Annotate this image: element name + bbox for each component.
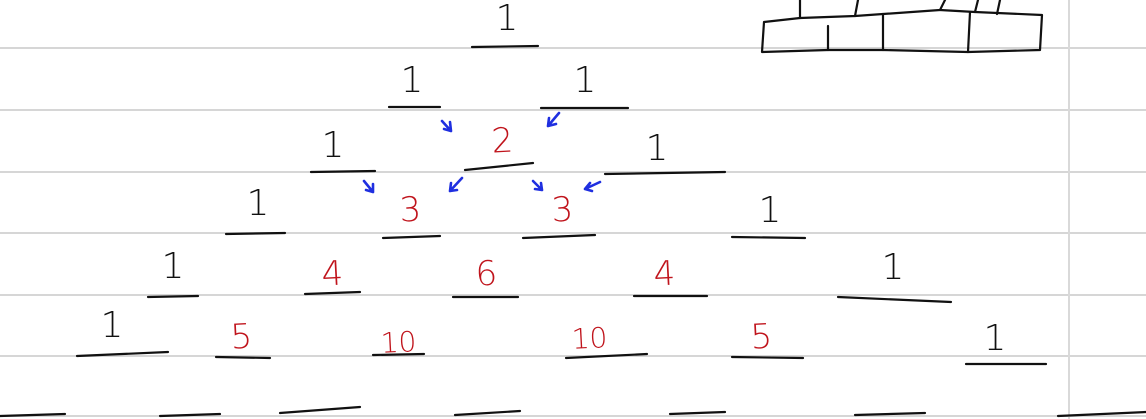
triangle-entry: 3 (551, 189, 575, 230)
triangle-entry: 4 (653, 253, 677, 294)
triangle-entry: 10 (571, 321, 608, 356)
entry-underline (465, 163, 533, 170)
triangle-entry: 1 (759, 190, 782, 231)
blank-underline (455, 411, 520, 415)
triangle-entry: 1 (646, 128, 669, 169)
triangle-entry: 10 (380, 325, 417, 360)
triangle-entry: 1 (496, 0, 519, 39)
arrow-icon (364, 181, 373, 192)
blank-underline (670, 412, 725, 414)
triangle-entry: 1 (401, 60, 424, 101)
triangle-entry: 1 (574, 60, 597, 101)
entry-underline (732, 357, 803, 358)
triangle-entry: 4 (321, 253, 345, 294)
entry-underline (472, 46, 538, 47)
triangle-entry: 1 (101, 305, 124, 346)
triangle-entry: 6 (475, 253, 499, 294)
arrow-icon (533, 181, 542, 190)
arrow-icon (585, 182, 600, 191)
blank-underline (855, 413, 925, 415)
entry-underline (838, 297, 951, 302)
triangle-entry: 5 (750, 316, 774, 357)
brick-sketch (762, 0, 1042, 52)
entry-underline (226, 233, 285, 234)
entry-underline (523, 235, 595, 238)
entry-underline (148, 296, 198, 297)
ruled-lines (0, 48, 1146, 416)
entry-underline (383, 236, 440, 238)
addition-arrows (364, 113, 600, 192)
triangle-entry: 1 (322, 125, 345, 166)
triangle-entry: 1 (984, 318, 1007, 359)
triangle-entry: 3 (399, 189, 423, 230)
partial-row (0, 407, 1146, 416)
arrow-icon (450, 178, 462, 191)
entry-underline (732, 237, 805, 238)
triangle-entry: 2 (491, 120, 515, 161)
triangle-entry: 1 (882, 247, 905, 288)
triangle-entry: 1 (162, 246, 185, 287)
arrow-icon (548, 113, 559, 126)
arrow-icon (442, 121, 451, 131)
entry-underline (311, 171, 375, 172)
entry-underline (216, 357, 270, 358)
blank-underline (280, 407, 360, 413)
triangle-entry: 5 (230, 316, 254, 357)
triangle-entry: 1 (247, 183, 270, 224)
